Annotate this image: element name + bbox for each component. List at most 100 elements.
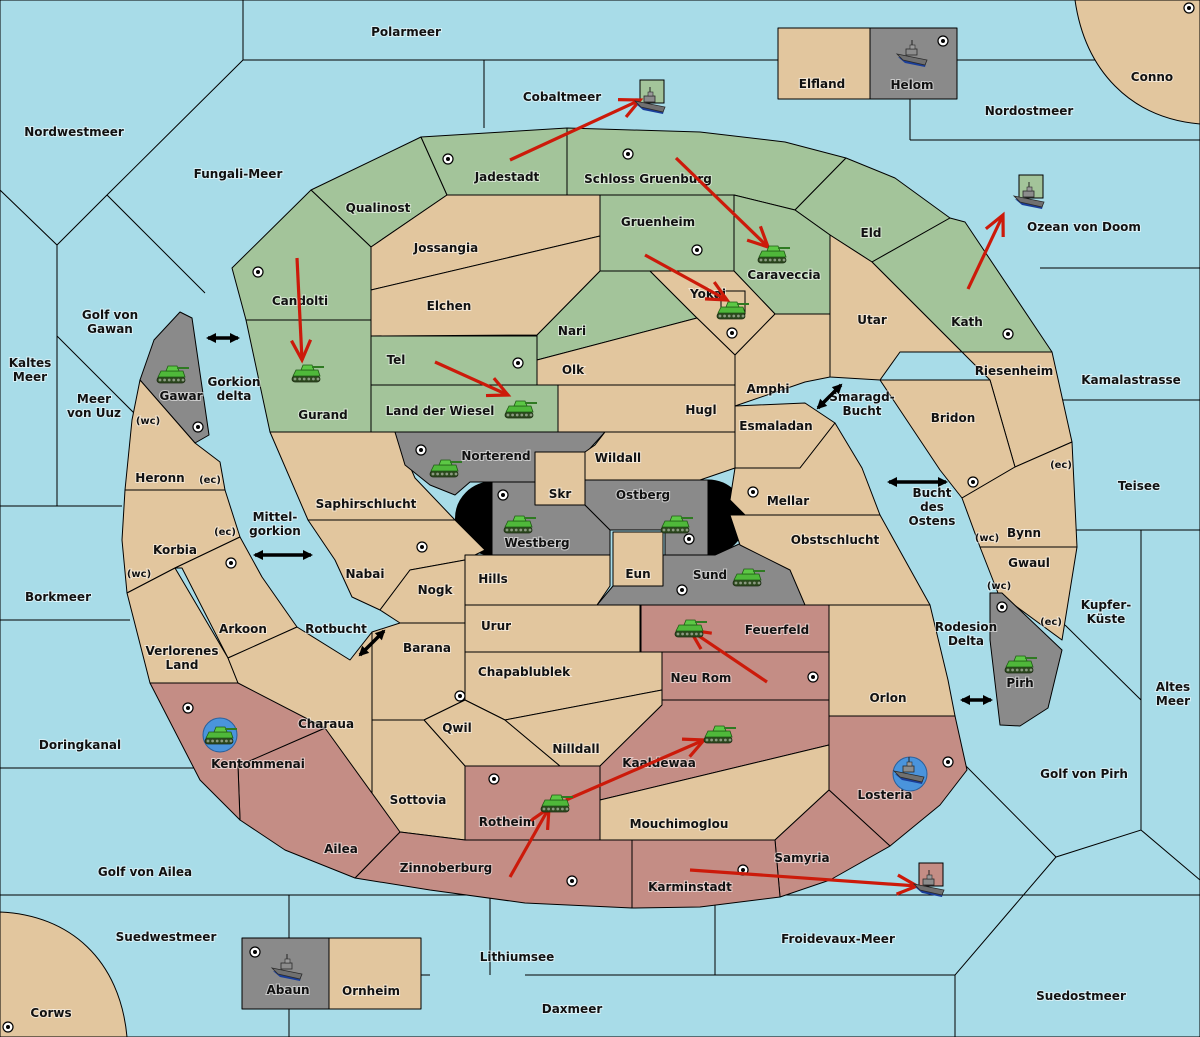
- label-saphirschlucht: Saphirschlucht: [316, 497, 417, 511]
- army-icon-kentommenai[interactable]: [202, 717, 238, 753]
- label-polarmeer: Polarmeer: [371, 25, 441, 39]
- label-riesenheim: Riesenheim: [975, 364, 1054, 378]
- army-icon-ostberg[interactable]: [660, 515, 693, 534]
- label-kamalastrasse: Kamalastrasse: [1081, 373, 1181, 387]
- labels: PolarmeerNordwestmeerFungali-MeerCobaltm…: [8, 24, 1191, 1021]
- label-korbia: Korbia: [153, 543, 197, 557]
- units: [156, 40, 1045, 981]
- label-obstschlucht: Obstschlucht: [791, 533, 880, 547]
- label-nari: Nari: [558, 324, 586, 338]
- label-ozean-von-doom: Ozean von Doom: [1027, 220, 1141, 234]
- supply-center-icon: [622, 148, 634, 160]
- territory-gruenheim[interactable]: [599, 194, 735, 272]
- canals: [206, 333, 993, 705]
- label-losteria: Losteria: [857, 788, 912, 802]
- army-icon-rotheim[interactable]: [540, 794, 573, 813]
- label-zinnoberburg: Zinnoberburg: [400, 861, 492, 875]
- label-bynn: Bynn: [1007, 526, 1041, 540]
- territory-bynn[interactable]: [961, 441, 1078, 548]
- label-nogk: Nogk: [418, 583, 454, 597]
- supply-center-icon: [225, 557, 237, 569]
- territory-jossangia[interactable]: [370, 194, 601, 291]
- territory-barana[interactable]: [371, 622, 466, 721]
- army-icon-caraveccia[interactable]: [757, 245, 790, 264]
- coast-tag: (ec): [199, 475, 221, 486]
- territory-corws[interactable]: [0, 911, 128, 1037]
- label-sottovia: Sottovia: [390, 793, 447, 807]
- fleet-icon-cobaltmeer[interactable]: [633, 87, 666, 114]
- supply-center-icon: [726, 327, 738, 339]
- supply-center-icon: [2, 1021, 14, 1033]
- territory-saphirschlucht[interactable]: [269, 431, 456, 521]
- territory-kentommenai[interactable]: [149, 682, 326, 821]
- army-icon-feuerfeld[interactable]: [674, 619, 707, 638]
- bidirectional-arrow-icon: [816, 383, 843, 410]
- territory-gwaul[interactable]: [979, 546, 1078, 641]
- supply-center-icon: [683, 533, 695, 545]
- territory-elchen[interactable]: [370, 235, 601, 337]
- label-mellar: Mellar: [767, 494, 809, 508]
- coast-tag: (wc): [136, 416, 160, 427]
- supply-center-icon: [566, 875, 578, 887]
- supply-center-icon: [442, 153, 454, 165]
- territory-jadestadt[interactable]: [420, 127, 568, 196]
- army-icon-westberg[interactable]: [503, 515, 536, 534]
- army-icon-norterend[interactable]: [429, 459, 462, 478]
- territory-ornheim[interactable]: [328, 937, 422, 1010]
- army-icon-pirh[interactable]: [1004, 655, 1037, 674]
- fleet-icon-abaun[interactable]: [270, 954, 303, 981]
- supply-center-icon: [1183, 2, 1195, 14]
- label-bridon: Bridon: [931, 411, 976, 425]
- label-conno: Conno: [1131, 70, 1173, 84]
- label-rotheim: Rotheim: [479, 815, 536, 829]
- supply-center-icon: [1002, 328, 1014, 340]
- fleet-icon-helom[interactable]: [895, 40, 928, 67]
- order-arrow-tel-to-land-der-wiesel: [434, 360, 512, 398]
- label-teisee: Teisee: [1118, 479, 1160, 493]
- fleet-icon-ozean-von-doom[interactable]: [1012, 182, 1045, 209]
- coast-tag: (wc): [987, 581, 1011, 592]
- label-skr: Skr: [549, 487, 572, 501]
- coast-tag: (ec): [214, 527, 236, 538]
- army-icon-land-der-wiesel[interactable]: [504, 400, 537, 419]
- territory-mellar[interactable]: [729, 422, 881, 516]
- label-neu-rom: Neu Rom: [671, 671, 732, 685]
- supply-center-icon: [252, 266, 264, 278]
- territory-orlon[interactable]: [828, 604, 956, 717]
- supply-center-icon: [488, 773, 500, 785]
- label-urur: Urur: [481, 619, 511, 633]
- label-gurand: Gurand: [298, 408, 348, 422]
- coast-tag: (ec): [1050, 460, 1072, 471]
- army-icon-gawar[interactable]: [156, 365, 189, 384]
- territory-utar[interactable]: [829, 234, 963, 381]
- label-chapablublek: Chapablublek: [478, 665, 571, 679]
- territory-conno[interactable]: [1074, 0, 1200, 125]
- coast-tag: (ec): [1040, 617, 1062, 628]
- label-ostberg: Ostberg: [616, 488, 670, 502]
- order-arrow-schloss-gruenburg-to-caraveccia: [674, 156, 771, 250]
- army-icon-sund[interactable]: [732, 568, 765, 587]
- supply-center-icon: [416, 541, 428, 553]
- army-icon-gurand[interactable]: [291, 364, 324, 383]
- label-jossangia: Jossangia: [413, 241, 478, 255]
- label-gruenheim: Gruenheim: [621, 215, 695, 229]
- supply-center-icon: [691, 244, 703, 256]
- territory-ostberg[interactable]: [584, 479, 709, 556]
- fleet-icon-losteria[interactable]: [892, 756, 928, 792]
- label-utar: Utar: [857, 313, 887, 327]
- label-orlon: Orlon: [869, 691, 906, 705]
- army-icon-kaaldewaa[interactable]: [703, 725, 736, 744]
- supply-center-icon: [512, 357, 524, 369]
- army-icon-yokai[interactable]: [716, 301, 749, 320]
- label-nilldall: Nilldall: [552, 742, 599, 756]
- label-nordwestmeer: Nordwestmeer: [24, 125, 124, 139]
- territory-zinnoberburg[interactable]: [354, 831, 633, 909]
- label-elchen: Elchen: [427, 299, 472, 313]
- fleet-icon-froidevaux-meer[interactable]: [912, 870, 945, 897]
- label-norterend: Norterend: [461, 449, 530, 463]
